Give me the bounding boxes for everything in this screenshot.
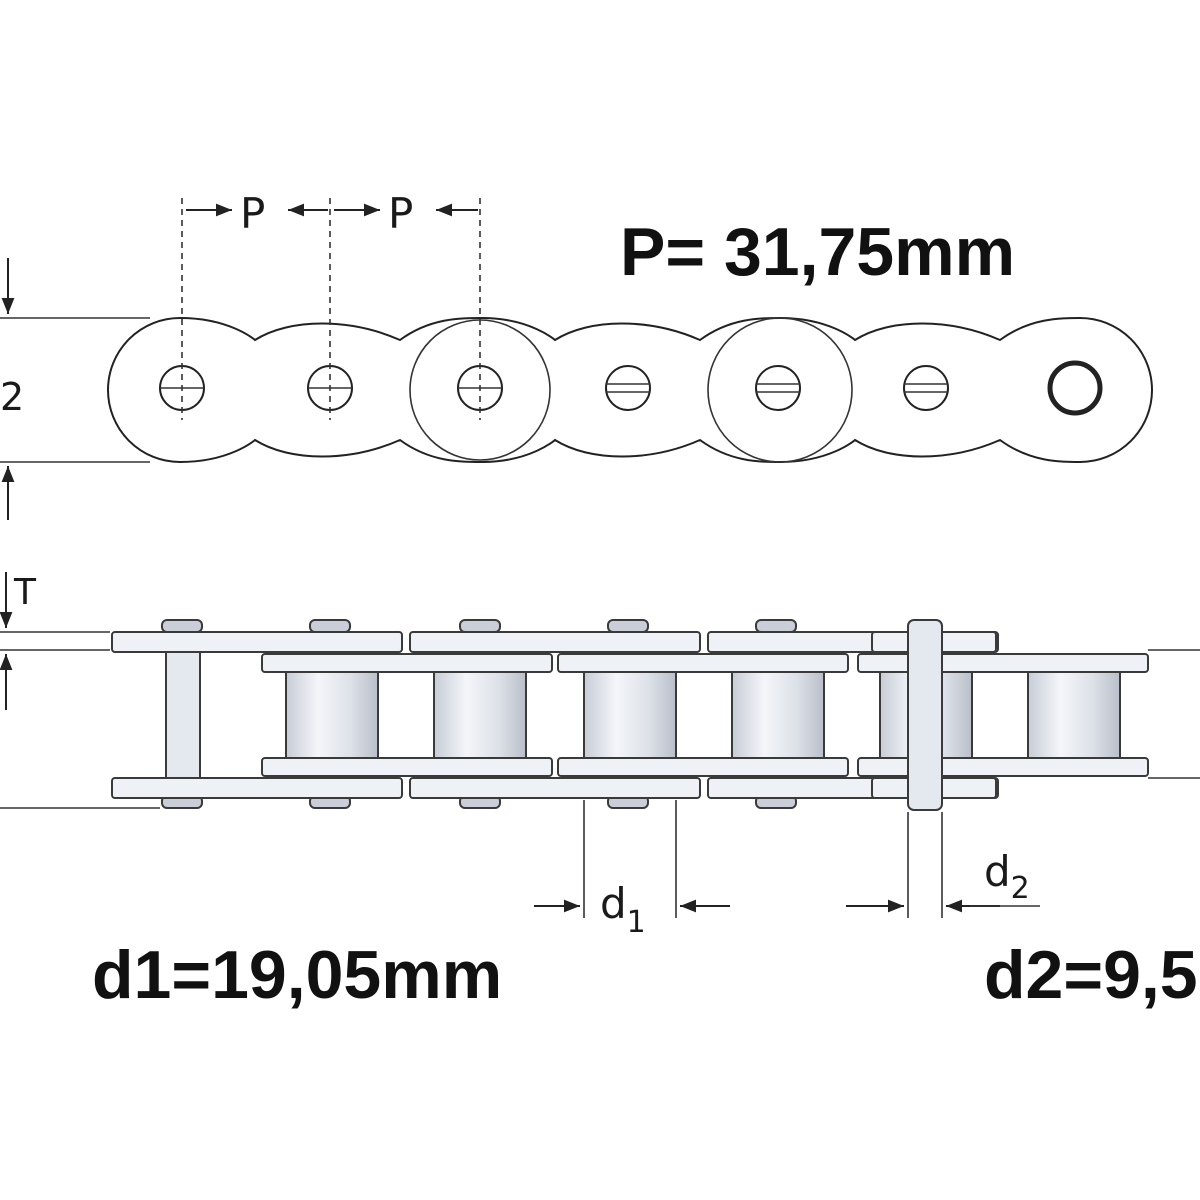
d1-spec: d1=19,05mm <box>92 937 502 1013</box>
roller-3 <box>583 671 677 759</box>
d2-symbol: d2 <box>984 847 1030 906</box>
pin-hole-6 <box>903 365 949 411</box>
d2-cut-label: 2 <box>0 375 24 419</box>
chain-side-view: P P 2 <box>0 189 1153 520</box>
pitch-spec: P= 31,75mm <box>620 214 1015 290</box>
d1-symbol: d1 <box>600 879 646 940</box>
pitch-label-right: P <box>388 189 413 238</box>
pitch-label-left: P <box>240 189 265 238</box>
pin-hole-5 <box>755 365 801 411</box>
chain-top-view: T <box>0 572 1200 940</box>
roller-1 <box>285 671 379 759</box>
roller-6 <box>1027 671 1121 759</box>
connecting-pin <box>907 619 943 811</box>
d2-spec: d2=9,5 <box>984 937 1198 1013</box>
pin-hole-7 <box>1047 360 1103 416</box>
pin-hole-4 <box>605 365 651 411</box>
roller-4 <box>731 671 825 759</box>
t-label: T <box>13 572 37 613</box>
roller-2 <box>433 671 527 759</box>
